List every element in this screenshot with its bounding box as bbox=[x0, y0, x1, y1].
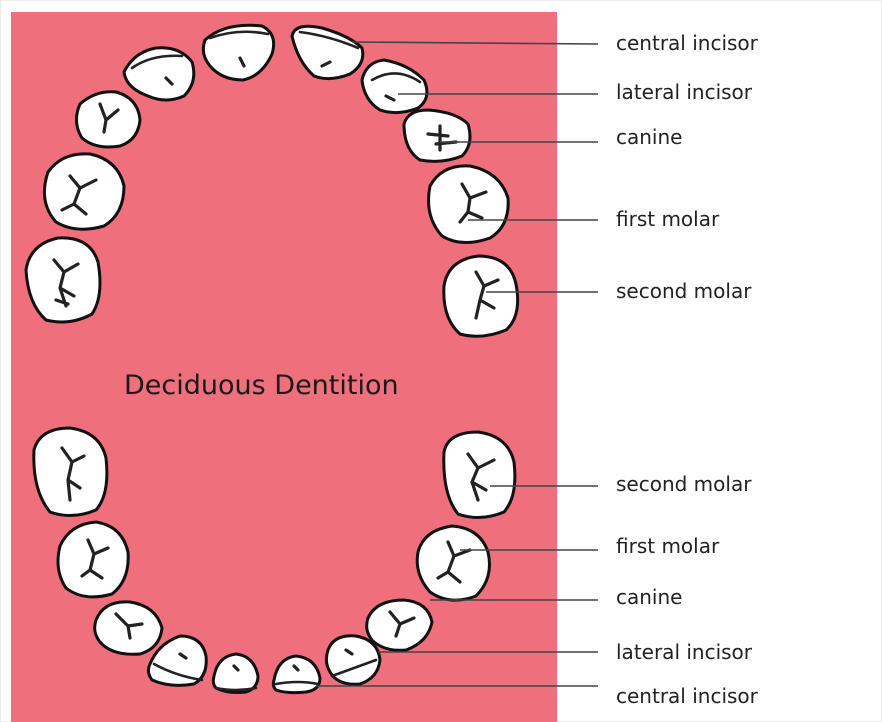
lower-left-lateral-incisor bbox=[326, 636, 380, 684]
label-lower-second-molar: second molar bbox=[616, 472, 752, 496]
label-upper-first-molar: first molar bbox=[616, 207, 720, 231]
lower-left-first-molar bbox=[417, 526, 489, 600]
diagram-title: Deciduous Dentition bbox=[124, 370, 399, 401]
lower-right-first-molar bbox=[58, 522, 128, 597]
label-upper-lateral-incisor: lateral incisor bbox=[616, 80, 753, 104]
lower-right-canine bbox=[95, 602, 162, 654]
upper-right-second-molar bbox=[26, 238, 100, 322]
label-lower-central-incisor: central incisor bbox=[616, 684, 759, 708]
label-lower-first-molar: first molar bbox=[616, 534, 720, 558]
label-upper-second-molar: second molar bbox=[616, 279, 752, 303]
upper-right-canine bbox=[76, 92, 140, 147]
lower-right-second-molar bbox=[34, 428, 107, 516]
upper-left-first-molar bbox=[429, 166, 509, 243]
upper-left-canine bbox=[404, 110, 470, 161]
label-lower-canine: canine bbox=[616, 585, 682, 609]
label-upper-canine: canine bbox=[616, 125, 682, 149]
label-lower-lateral-incisor: lateral incisor bbox=[616, 640, 753, 664]
lower-left-second-molar bbox=[444, 432, 515, 518]
upper-right-first-molar bbox=[44, 154, 124, 229]
label-upper-central-incisor: central incisor bbox=[616, 31, 759, 55]
upper-left-second-molar bbox=[444, 256, 518, 336]
